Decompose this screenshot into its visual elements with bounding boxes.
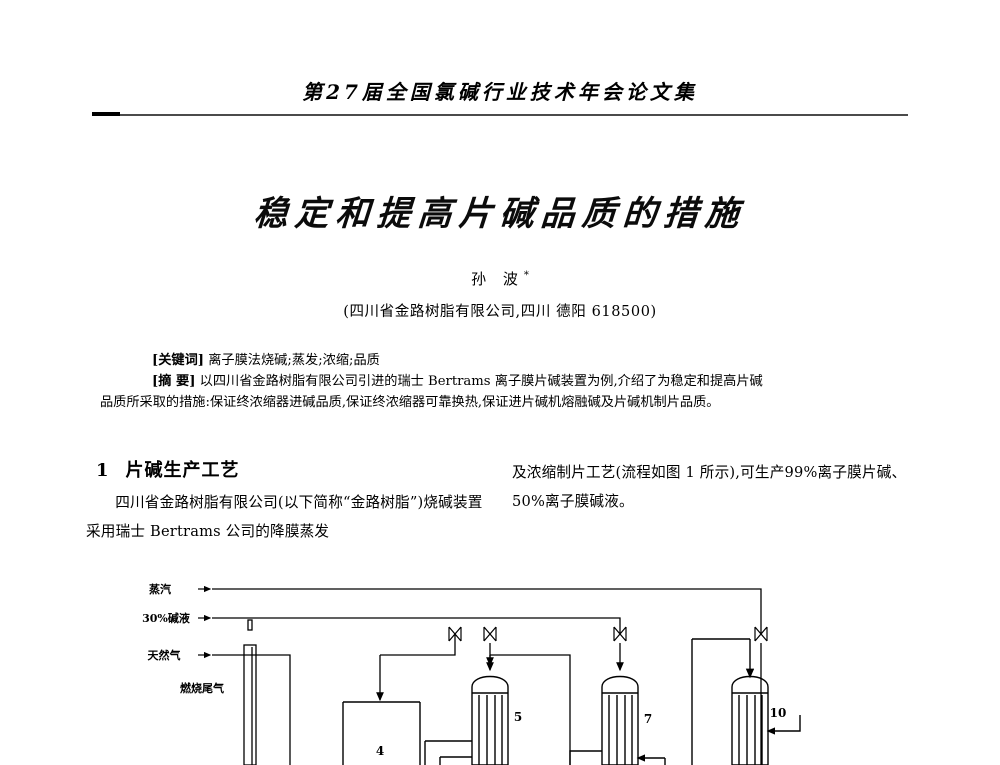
section-number: 1 [96,460,110,481]
keywords-line: [关键词] 离子膜法烧碱;蒸发;浓缩;品质 [152,350,908,371]
author-name: 孙 波 [471,270,524,288]
flow-label-natural-gas: 天然气 [148,648,181,662]
section-title: 片碱生产工艺 [125,460,240,481]
article-metadata: [关键词] 离子膜法烧碱;蒸发;浓缩;品质 [摘 要] 以四川省金路树脂有限公司… [100,350,908,413]
equipment-number-5: 5 [514,710,522,724]
body-column-right: 及浓缩制片工艺(流程如图 1 所示),可生产99%离子膜片碱、50%离子膜碱液。 [512,464,907,510]
affiliation: (四川省金路树脂有限公司,四川 德阳 618500) [343,304,657,320]
keywords-value: 离子膜法烧碱;蒸发;浓缩;品质 [208,353,380,368]
equipment-number-4: 4 [376,744,384,758]
flow-label-flue-gas: 燃烧尾气 [179,681,224,695]
abstract-text-first: 以四川省金路树脂有限公司引进的瑞士 Bertrams 离子膜片碱装置为例,介绍了… [199,374,763,389]
abstract-line-2: 品质所采取的措施:保证终浓缩器进碱品质,保证终浓缩器可靠换热,保证进片碱机熔融碱… [100,395,720,410]
header-rule-tick [92,112,120,116]
equipment-number-7: 7 [644,712,652,726]
page-title: 稳定和提高片碱品质的措施 [252,194,748,234]
abstract-label: [摘 要] [152,374,196,389]
process-flow-diagram: 蒸汽 30%碱液 天然气 燃烧尾气 4 5 7 10 [140,565,940,765]
section-heading: 1 片碱生产工艺 [96,456,240,482]
running-header: 第27届全国氯碱行业技术年会论文集 [302,80,698,104]
author-footnote-mark: * [523,270,529,281]
abstract-line-1: [摘 要] 以四川省金路树脂有限公司引进的瑞士 Bertrams 离子膜片碱装置… [152,371,908,392]
keywords-label: [关键词] [152,353,205,368]
author-line: 孙 波* [0,268,1000,289]
body-column-left: 四川省金路树脂有限公司(以下简称“金路树脂”)烧碱装置采用瑞士 Bertrams… [86,494,483,540]
flow-label-caustic30: 30%碱液 [142,611,191,625]
equipment-number-10: 10 [770,706,787,720]
header-rule [92,114,908,116]
flow-label-steam: 蒸汽 [149,582,171,596]
